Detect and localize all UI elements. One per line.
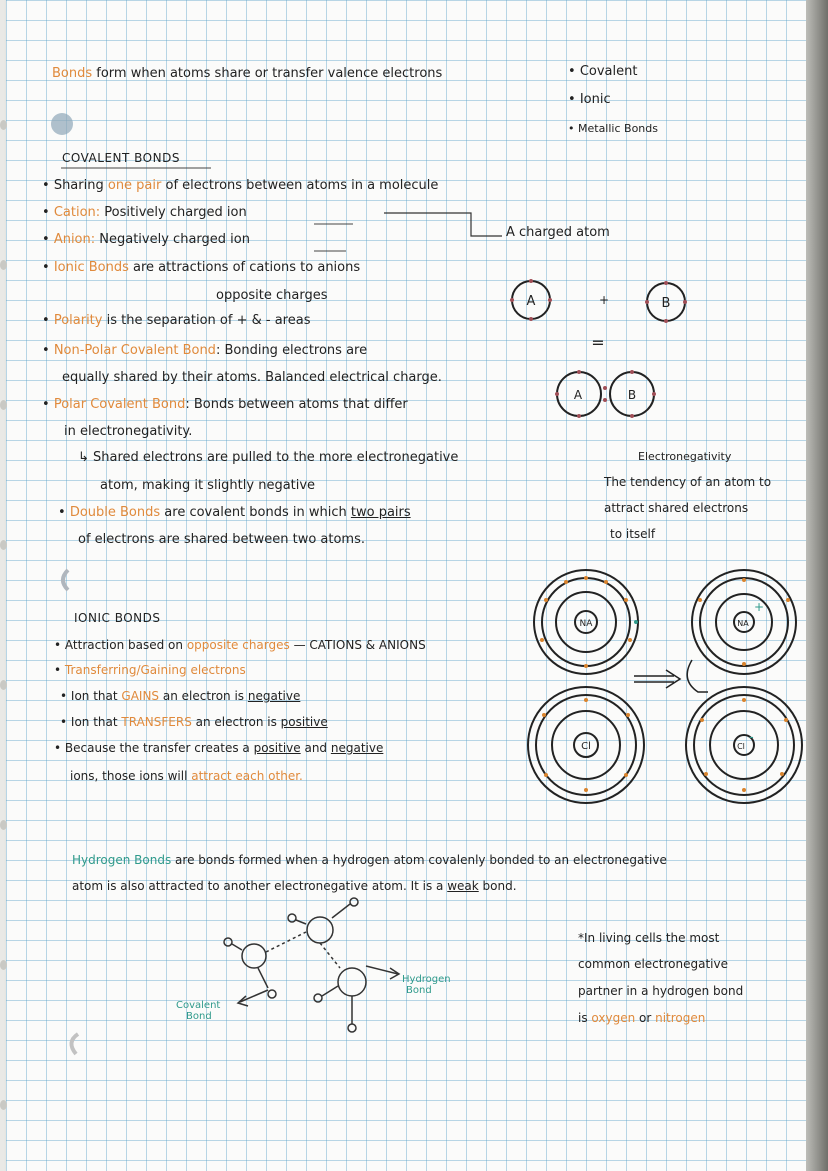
sharing-line: • Sharing one pair of electrons between … xyxy=(42,178,439,193)
note-line-4: is oxygen or nitrogen xyxy=(578,1011,706,1025)
na-after-label: NA xyxy=(737,619,749,628)
transfers-line: • Ion that TRANSFERS an electron is posi… xyxy=(60,715,328,729)
shared-note-2: atom, making it slightly negative xyxy=(100,478,316,493)
nonpolar-line-2: equally shared by their atoms. Balanced … xyxy=(62,370,442,385)
bond-type-2: • Ionic xyxy=(568,92,611,107)
atom-equals: = xyxy=(591,333,604,352)
binder-hole xyxy=(0,820,7,830)
bond-type-3: • Metallic Bonds xyxy=(568,122,658,135)
binder-hole xyxy=(0,960,7,970)
transfer-arrows xyxy=(634,659,708,693)
opposite-charges-note: opposite charges xyxy=(216,288,328,303)
intro-rest: form when atoms share or transfer valenc… xyxy=(96,66,443,81)
polarity-line: • Polarity is the separation of + & - ar… xyxy=(42,313,311,328)
cl-minus-sign: - xyxy=(749,730,754,745)
cl-atom-before xyxy=(527,686,645,804)
cl-after-label: Cl xyxy=(737,742,745,751)
label-covalent-2: Bond xyxy=(186,1011,212,1022)
nonpolar-line: • Non-Polar Covalent Bond: Bonding elect… xyxy=(42,343,368,358)
binder-hole xyxy=(0,540,7,550)
ionic-heading: IONIC BONDS xyxy=(74,611,161,625)
na-plus-sign: + xyxy=(754,600,764,614)
binder-hole xyxy=(0,400,7,410)
electronegativity-def-3: to itself xyxy=(610,527,656,541)
shared-note-1: ↳ Shared electrons are pulled to the mor… xyxy=(78,450,459,465)
atom-b-single xyxy=(645,281,687,323)
attraction-line: • Attraction based on opposite charges —… xyxy=(54,638,426,652)
intro-line: Bonds form when atoms share or transfer … xyxy=(52,66,442,82)
bonded-a-label: A xyxy=(574,388,583,402)
because-line-2: ions, those ions will attract each other… xyxy=(70,769,303,783)
note-line-1: *In living cells the most xyxy=(578,931,720,945)
because-line: • Because the transfer creates a positiv… xyxy=(54,741,384,755)
cl-ion-after xyxy=(685,686,803,804)
charged-atom-arrow xyxy=(384,212,502,237)
bonds-word: Bonds xyxy=(52,66,93,81)
polar-line-2: in electronegativity. xyxy=(64,424,193,439)
electron-transfer-arrow xyxy=(686,659,708,693)
binder-hole xyxy=(0,120,7,130)
covalent-heading: COVALENT BONDS xyxy=(62,151,180,165)
water-molecules xyxy=(223,897,401,1033)
double-arrow xyxy=(634,669,682,689)
binder-hole xyxy=(0,680,7,690)
double-bonds-line: • Double Bonds are covalent bonds in whi… xyxy=(58,505,411,520)
electronegativity-def-2: attract shared electrons xyxy=(604,501,749,515)
electronegativity-title: Electronegativity xyxy=(638,450,732,463)
charged-atom-note: A charged atom xyxy=(506,225,610,240)
electronegativity-def-1: The tendency of an atom to xyxy=(604,475,772,489)
na-before-label: NA xyxy=(580,619,594,629)
hole-mark-3 xyxy=(69,1032,80,1056)
hole-mark-1 xyxy=(51,113,73,135)
gains-line: • Ion that GAINS an electron is negative xyxy=(60,689,301,703)
bonded-b-label: B xyxy=(628,388,636,402)
atom-a-label: A xyxy=(527,294,536,309)
label-hydrogen-1: Hydrogen xyxy=(402,974,451,985)
electron-dots xyxy=(540,576,790,792)
atom-plus: + xyxy=(599,293,609,307)
atom-a-single xyxy=(510,279,552,321)
anion-line: • Anion: Negatively charged ion xyxy=(42,232,250,247)
hole-mark-2 xyxy=(61,568,70,592)
label-hydrogen-2: Bond xyxy=(406,985,432,996)
note-line-2: common electronegative xyxy=(578,957,728,971)
label-covalent-1: Covalent xyxy=(176,1000,221,1011)
polar-line: • Polar Covalent Bond: Bonds between ato… xyxy=(42,397,408,412)
page-edge-shadow xyxy=(806,0,828,1171)
drawing-layer: A + B = A B NA Cl xyxy=(51,113,803,1056)
ionic-bonds-line: • Ionic Bonds are attractions of cations… xyxy=(42,260,361,275)
cl-before-label: Cl xyxy=(581,741,591,752)
notebook-page: Bonds form when atoms share or transfer … xyxy=(6,0,806,1171)
hydrogen-line-1: Hydrogen Bonds are bonds formed when a h… xyxy=(72,853,667,867)
transfer-line: • Transferring/Gaining electrons xyxy=(54,663,246,677)
note-line-3: partner in a hydrogen bond xyxy=(578,984,744,998)
binder-hole xyxy=(0,260,7,270)
bond-type-1: • Covalent xyxy=(568,64,638,79)
cation-line: • Cation: Positively charged ion xyxy=(42,205,247,220)
binder-hole xyxy=(0,1100,7,1110)
double-bonds-line-2: of electrons are shared between two atom… xyxy=(78,532,365,547)
bonded-atoms xyxy=(555,370,656,418)
hydrogen-line-2: atom is also attracted to another electr… xyxy=(72,879,517,893)
atom-b-label: B xyxy=(662,296,671,311)
